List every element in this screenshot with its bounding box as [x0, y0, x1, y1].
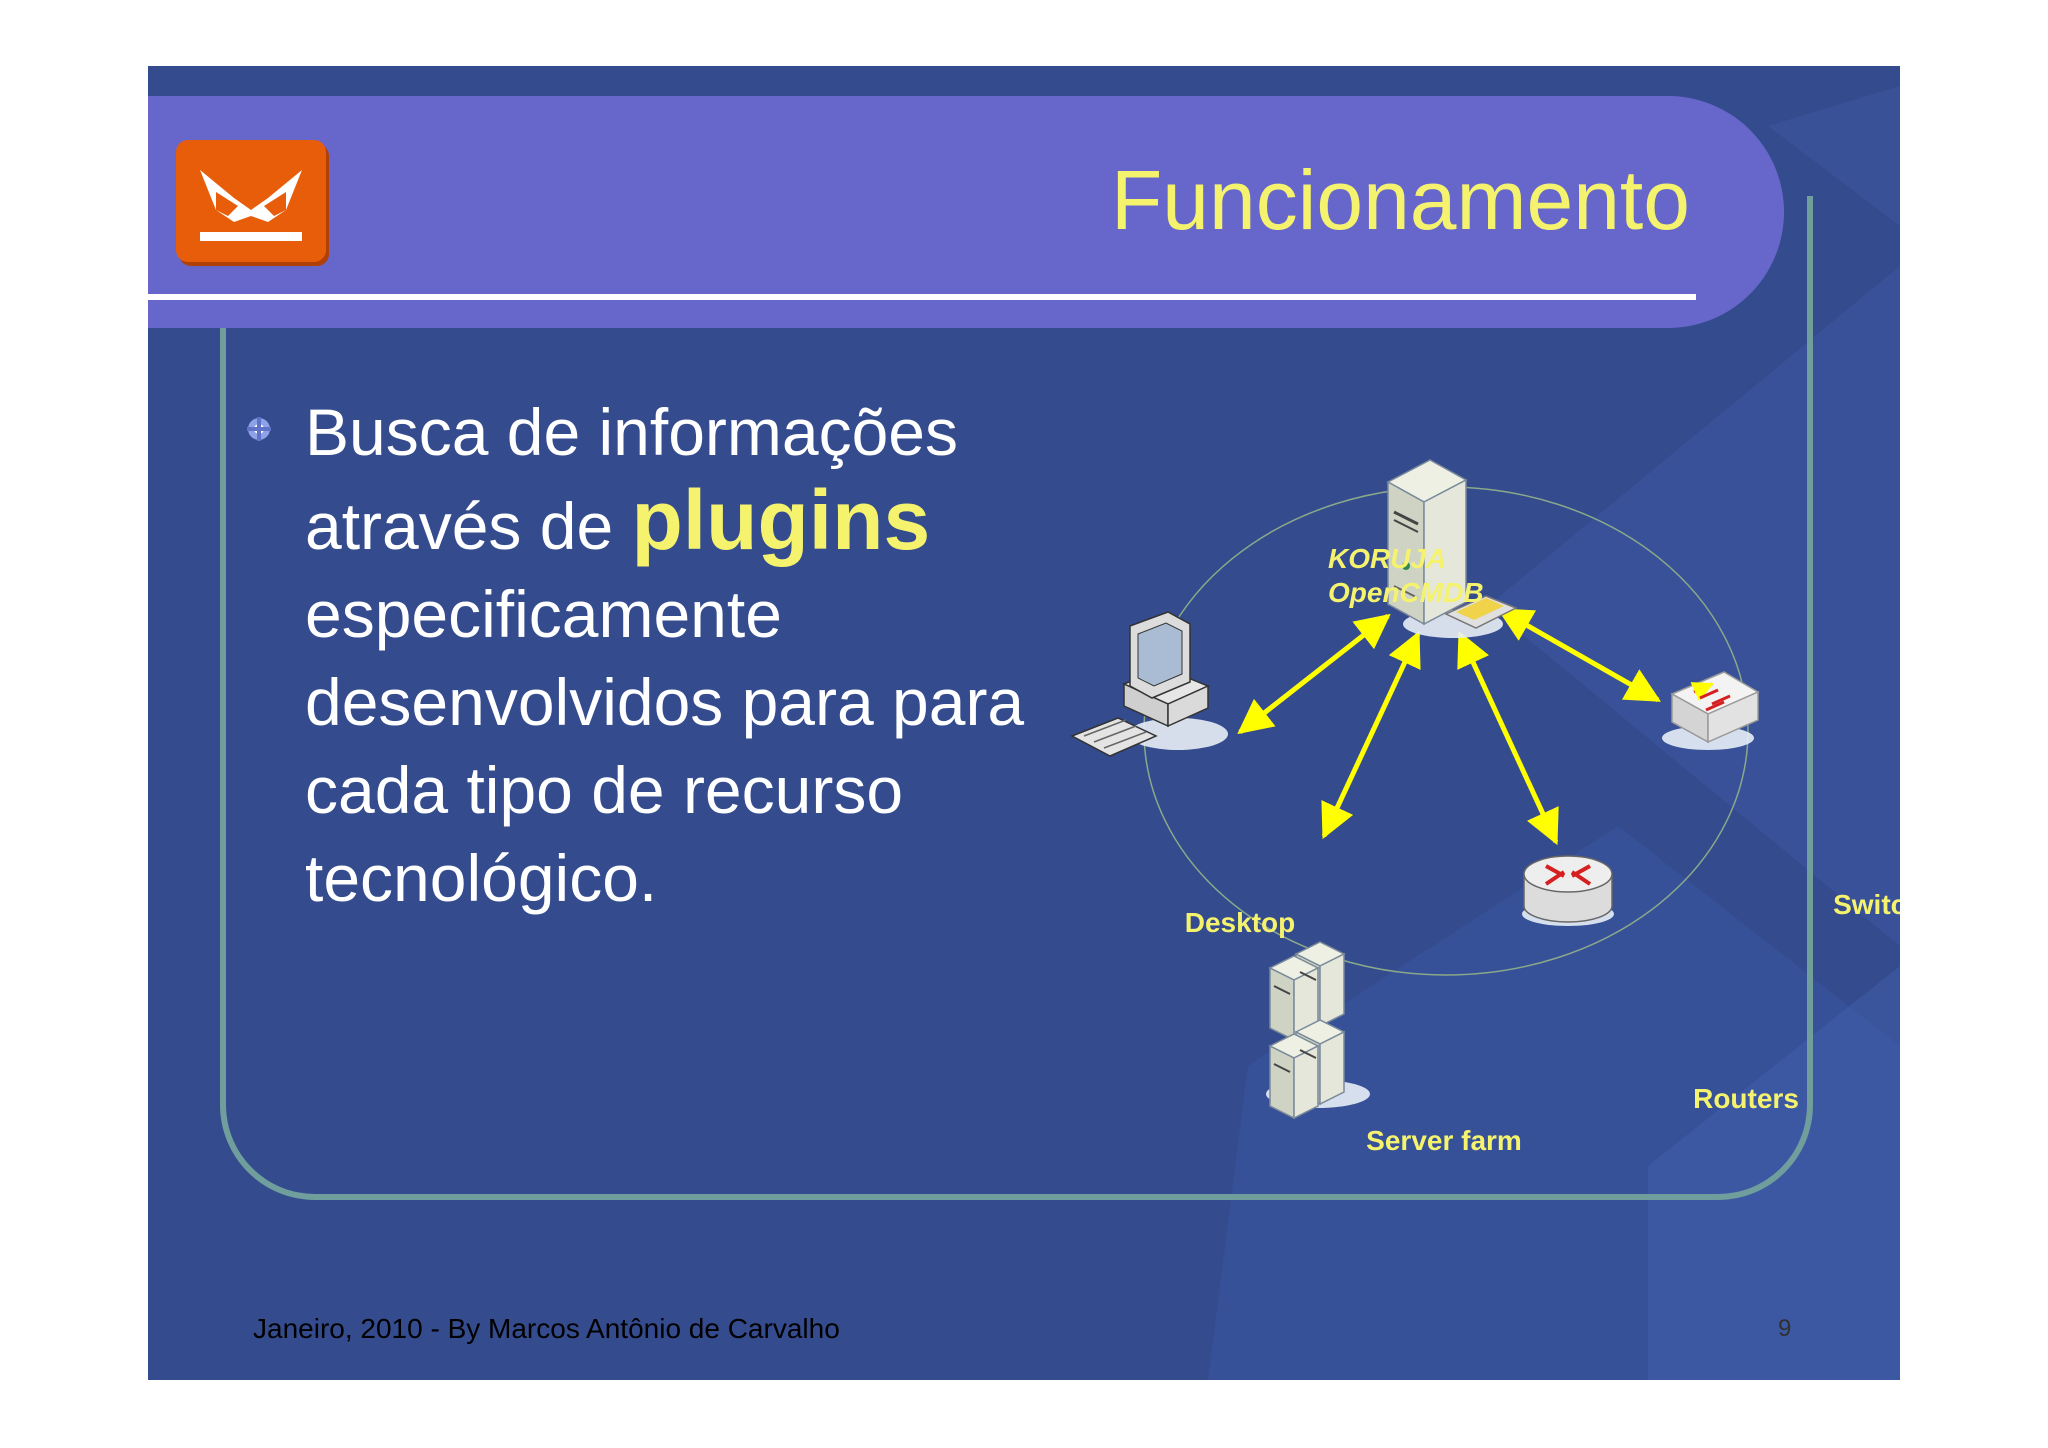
arrow-routers: [1457, 630, 1559, 846]
router-icon: [1522, 855, 1614, 926]
bullet-line-3: especificamente: [305, 577, 782, 651]
bullet-line-1: Busca de informações: [305, 395, 959, 469]
desktop-icon: [1070, 611, 1228, 757]
bullet-line-2: através de: [305, 489, 632, 563]
arrow-desktop: [1237, 613, 1391, 735]
owl-logo-icon: [176, 140, 326, 262]
network-diagram: KORUJA OpenCMDB Desktop Switchs Routers …: [1070, 459, 1900, 1156]
title-band: [148, 96, 1784, 328]
bullet-text: Busca de informações através de plugins …: [305, 388, 1145, 922]
bullet-line-5: cada tipo de recurso: [305, 753, 904, 827]
server-icon: [1386, 459, 1518, 638]
switch-icon: [1662, 671, 1760, 750]
page-number: 9: [1778, 1315, 1792, 1342]
bullet-line-6: tecnológico.: [305, 841, 658, 915]
routers-label: Routers: [1693, 1083, 1799, 1114]
bullet-icon: [247, 417, 271, 441]
footer-text: Janeiro, 2010 - By Marcos Antônio de Car…: [253, 1313, 840, 1344]
content-frame: [220, 196, 1813, 1200]
desktop-label: Desktop: [1185, 907, 1295, 938]
plugins-highlight: plugins: [631, 473, 931, 567]
server-label-line2: OpenCMDB: [1328, 577, 1484, 608]
bullet-line-4: desenvolvidos para para: [305, 665, 1025, 739]
switchs-label: Switchs: [1833, 889, 1900, 920]
server-farm-label: Server farm: [1366, 1125, 1522, 1156]
arrow-server-farm: [1321, 630, 1421, 840]
server-label-line1: KORUJA: [1328, 543, 1446, 574]
slide: Funcionamento Busca de informações atrav…: [148, 66, 1900, 1380]
arrow-switchs: [1496, 607, 1662, 703]
slide-title: Funcionamento: [1110, 153, 1690, 247]
title-rule: [148, 294, 1696, 300]
server-farm-icon: [1266, 941, 1370, 1120]
